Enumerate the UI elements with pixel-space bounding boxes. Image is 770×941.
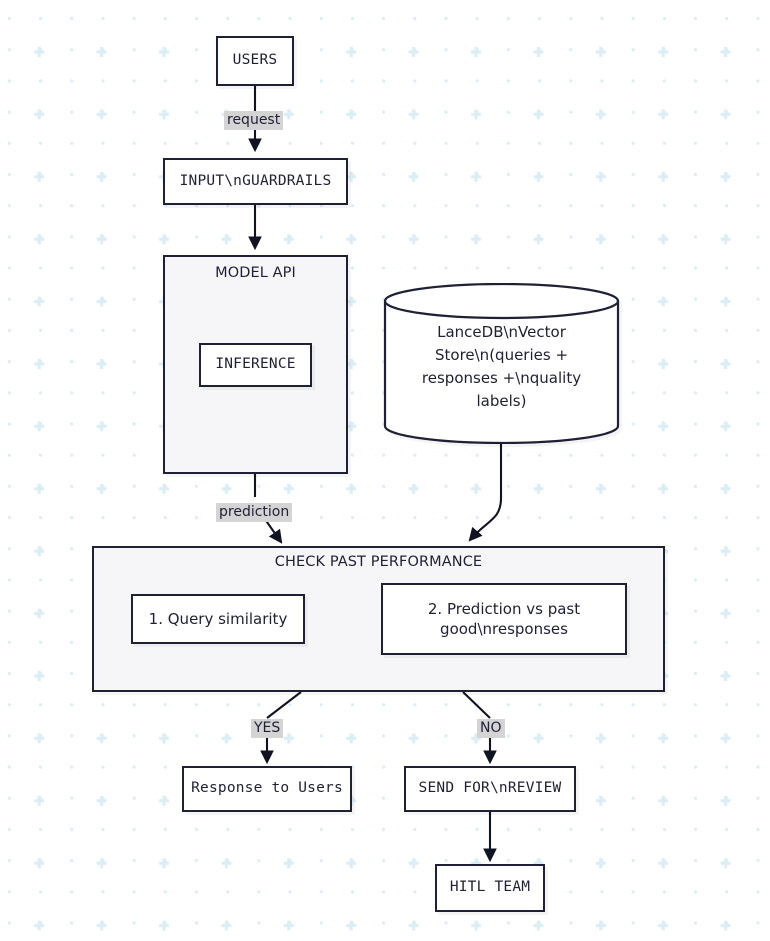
node-send-for-review[interactable]: SEND FOR\nREVIEW: [404, 766, 576, 812]
node-hitl-team-label: HITL TEAM: [449, 879, 531, 896]
node-response-to-users[interactable]: Response to Users: [182, 766, 352, 812]
edge-label-request: request: [224, 111, 284, 130]
node-prediction-vs-past[interactable]: 2. Prediction vs past good\nresponses: [381, 583, 627, 655]
node-send-for-review-label: SEND FOR\nREVIEW: [418, 780, 562, 797]
node-input-guardrails-label: INPUT\nGUARDRAILS: [179, 172, 332, 189]
subgraph-model-api[interactable]: MODEL API: [163, 255, 348, 474]
edge-label-prediction: prediction: [216, 503, 293, 522]
cylinder-shape: [383, 283, 620, 444]
node-query-similarity-label: 1. Query similarity: [148, 609, 288, 628]
edge-label-yes: YES: [251, 719, 284, 738]
node-prediction-vs-past-label: 2. Prediction vs past good\nresponses: [427, 599, 581, 638]
node-inference[interactable]: INFERENCE: [199, 343, 312, 387]
node-hitl-team[interactable]: HITL TEAM: [435, 864, 545, 912]
node-users[interactable]: USERS: [216, 36, 294, 86]
edge-label-no: NO: [477, 719, 505, 738]
node-lancedb-label: LanceDB\nVector Store\n(queries + respon…: [421, 322, 582, 411]
subgraph-check-past-performance-title: CHECK PAST PERFORMANCE: [274, 554, 483, 570]
node-query-similarity[interactable]: 1. Query similarity: [131, 594, 305, 644]
node-lancedb-vector-store[interactable]: LanceDB\nVector Store\n(queries + respon…: [383, 283, 620, 444]
node-users-label: USERS: [232, 52, 278, 69]
node-inference-label: INFERENCE: [215, 356, 296, 373]
node-response-to-users-label: Response to Users: [191, 780, 343, 797]
node-input-guardrails[interactable]: INPUT\nGUARDRAILS: [163, 158, 348, 205]
subgraph-model-api-title: MODEL API: [215, 265, 296, 281]
